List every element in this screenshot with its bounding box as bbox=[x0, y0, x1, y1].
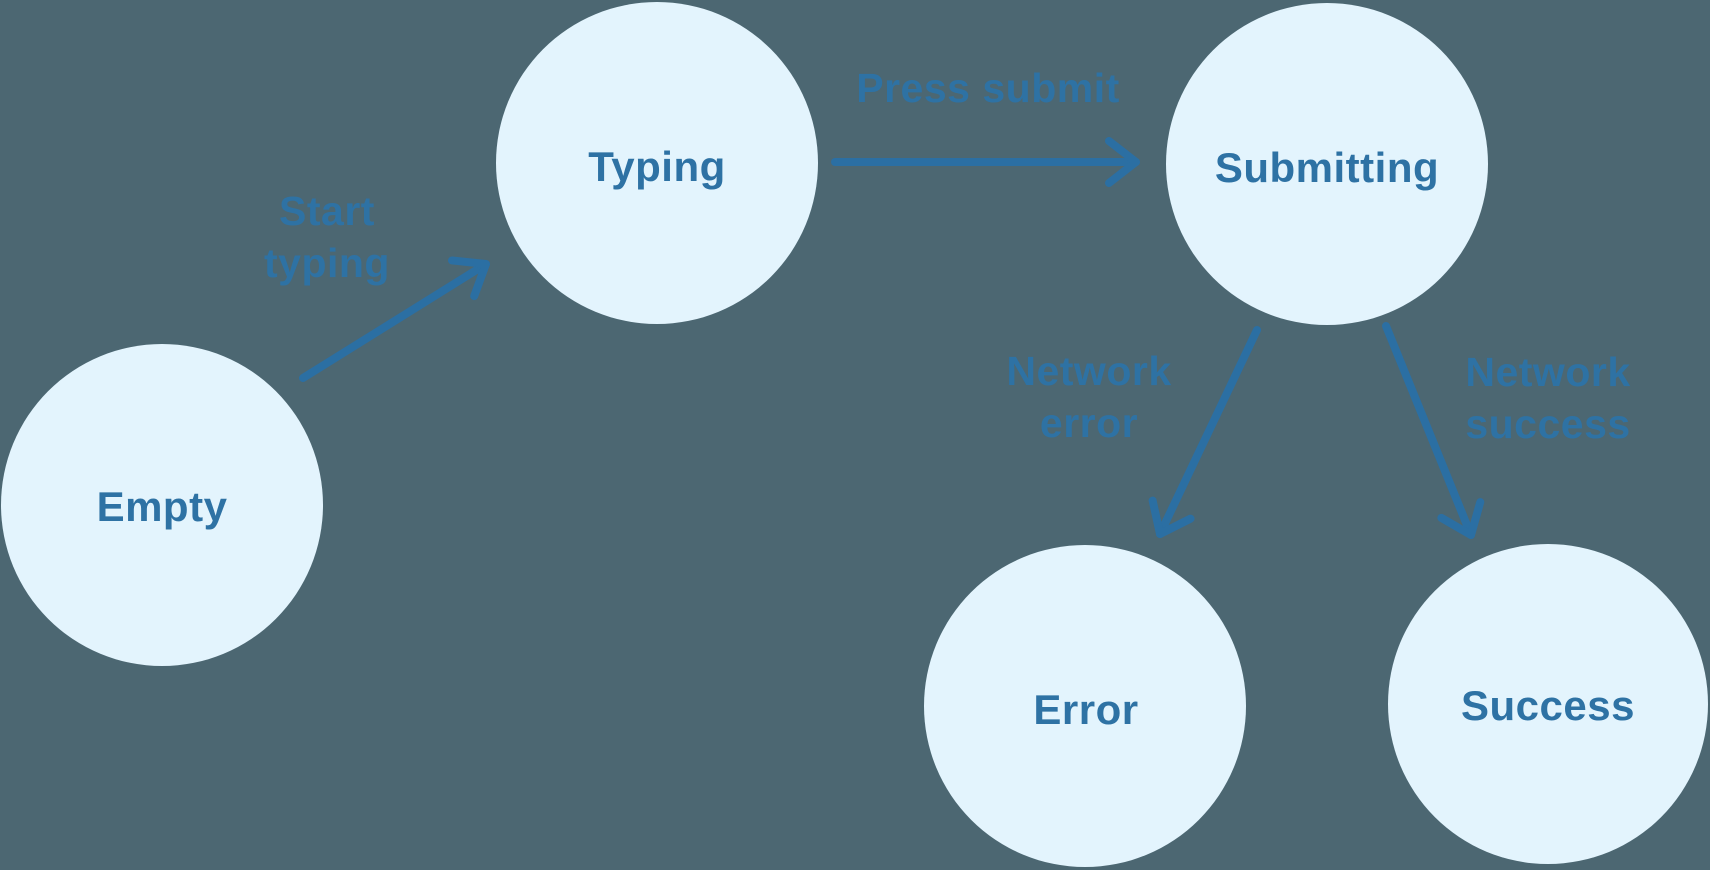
state-circle-error bbox=[924, 545, 1246, 867]
state-label-success: Success bbox=[1461, 682, 1635, 729]
transition-label-line: typing bbox=[264, 240, 390, 286]
transition-arrows bbox=[299, 137, 1485, 539]
transition-label-line: Network bbox=[1006, 348, 1171, 394]
state-label-empty: Empty bbox=[97, 483, 228, 530]
transition-arrow-start-typing bbox=[299, 256, 490, 382]
state-node-typing: Typing bbox=[496, 2, 818, 324]
state-node-empty: Empty bbox=[1, 344, 323, 666]
state-node-error: Error bbox=[924, 545, 1246, 867]
state-node-success: Success bbox=[1388, 544, 1708, 864]
transition-arrow-network-error bbox=[1148, 326, 1261, 538]
transition-label-line: Press submit bbox=[856, 65, 1120, 111]
state-circle-submitting bbox=[1166, 3, 1488, 325]
state-circle-success bbox=[1388, 544, 1708, 864]
transition-label-line: error bbox=[1040, 400, 1138, 446]
transition-label-network-error: Network error bbox=[1006, 348, 1171, 446]
transition-arrow-network-success bbox=[1382, 322, 1485, 539]
state-label-error: Error bbox=[1033, 686, 1138, 733]
transition-labels: Start typing Press submit Network error … bbox=[264, 65, 1630, 447]
transition-label-press-submit: Press submit bbox=[856, 65, 1120, 111]
transition-label-start-typing: Start typing bbox=[264, 188, 390, 286]
state-label-submitting: Submitting bbox=[1215, 144, 1439, 191]
transition-label-line: Start bbox=[279, 188, 375, 234]
state-label-typing: Typing bbox=[588, 143, 726, 190]
transition-label-network-success: Network success bbox=[1465, 349, 1630, 447]
state-node-submitting: Submitting bbox=[1166, 3, 1488, 325]
transition-label-line: Network bbox=[1465, 349, 1630, 395]
state-circle-empty bbox=[1, 344, 323, 666]
state-circle-typing bbox=[496, 2, 818, 324]
transition-label-line: success bbox=[1465, 401, 1630, 447]
